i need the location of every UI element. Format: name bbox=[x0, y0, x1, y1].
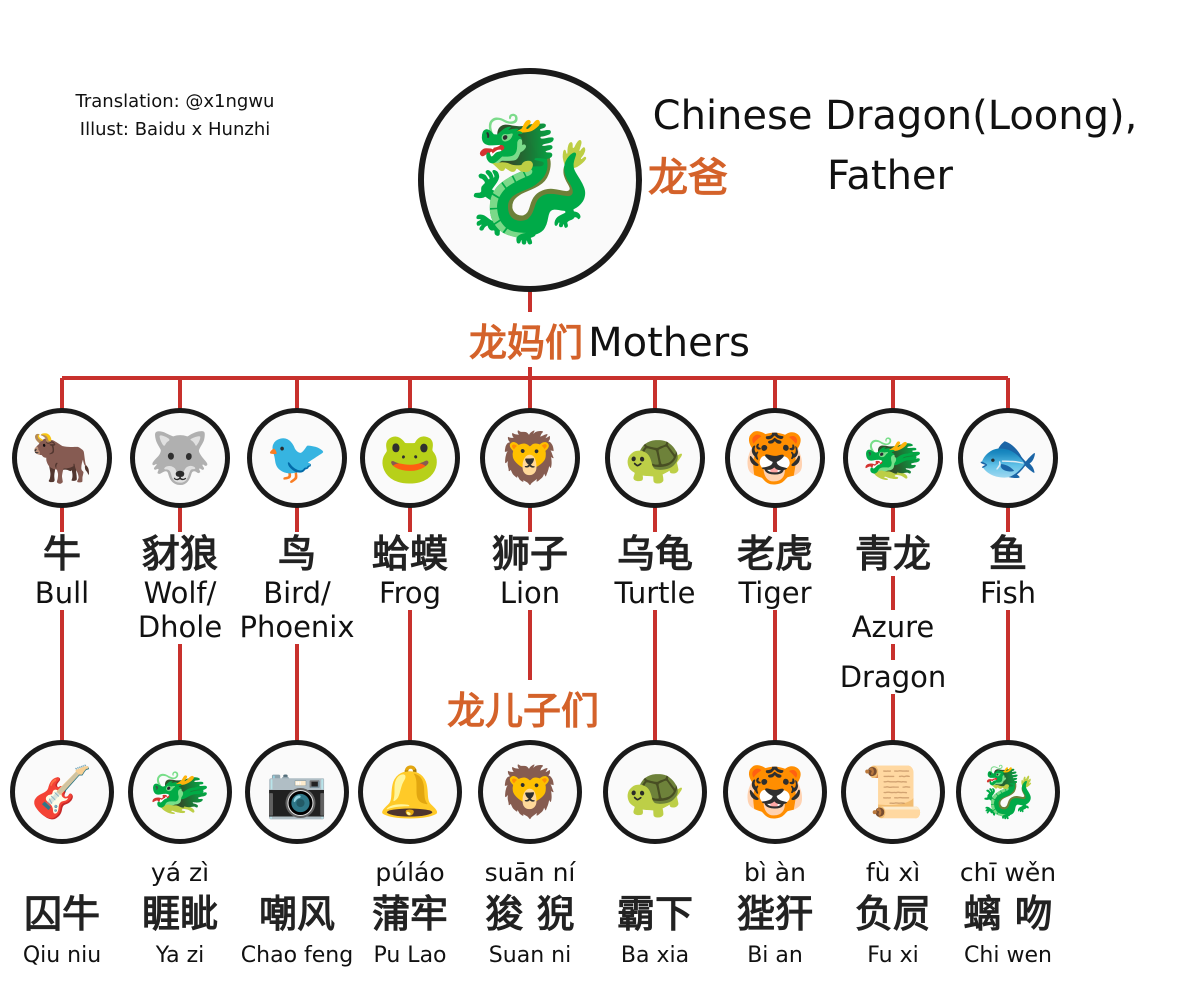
son-portrait-icon: 📷 bbox=[245, 740, 349, 844]
mother-en-name-line: Lion bbox=[499, 576, 561, 610]
mother-en-name: Bird/Phoenix bbox=[239, 576, 355, 644]
mother-en-name: Lion bbox=[499, 576, 561, 610]
son-cn-name: 狻 猊 bbox=[485, 892, 575, 936]
son-en-name: Pu Lao bbox=[373, 942, 447, 970]
mother-cn-name: 鱼 bbox=[988, 532, 1028, 576]
mother-portrait-icon: 🐢 bbox=[605, 408, 705, 508]
mother-portrait-icon: 🐸 bbox=[360, 408, 460, 508]
son-pinyin: yá zì bbox=[150, 858, 210, 888]
son-en-name: Qiu niu bbox=[22, 942, 102, 970]
mother-portrait-icon: 🐦 bbox=[247, 408, 347, 508]
mother-cn-name: 狮子 bbox=[491, 532, 569, 576]
son-pinyin: púláo bbox=[375, 858, 445, 888]
son-en-name: Chao feng bbox=[240, 942, 354, 970]
mother-cn-name: 乌龟 bbox=[616, 532, 694, 576]
son-pinyin: fù xì bbox=[865, 858, 921, 888]
mother-portrait-icon: 🐂 bbox=[12, 408, 112, 508]
son-cn-name: 蒲牢 bbox=[371, 892, 449, 936]
mother-en-name: Turtle bbox=[614, 576, 696, 610]
mother-en-name-line: Fish bbox=[979, 576, 1037, 610]
son-portrait-icon: 📜 bbox=[841, 740, 945, 844]
son-portrait-icon: 🎸 bbox=[10, 740, 114, 844]
mothers-en-label: Mothers bbox=[588, 320, 751, 366]
mother-en-name: Bull bbox=[34, 576, 90, 610]
mother-portrait-icon: 🐲 bbox=[843, 408, 943, 508]
son-cn-name: 螭 吻 bbox=[963, 892, 1053, 936]
son-en-name: Bi an bbox=[747, 942, 803, 970]
mother-en-name: Frog bbox=[378, 576, 442, 610]
mother-cn-name: 老虎 bbox=[736, 532, 814, 576]
father-title-line2: Father bbox=[827, 153, 953, 199]
mother-en-name-line: Bull bbox=[34, 576, 90, 610]
son-en-name: Ba xia bbox=[620, 942, 690, 970]
illustration-credit: Illust: Baidu x Hunzhi bbox=[79, 119, 271, 140]
mother-cn-name: 牛 bbox=[42, 532, 82, 576]
mother-portrait-icon: 🐯 bbox=[725, 408, 825, 508]
father-title-line1: Chinese Dragon(Loong), bbox=[652, 93, 1138, 139]
son-cn-name: 嘲风 bbox=[258, 892, 336, 936]
mother-en-name-line: Bird/ bbox=[263, 576, 331, 610]
mother-cn-name: 蛤蟆 bbox=[371, 532, 449, 576]
son-en-name: Chi wen bbox=[964, 942, 1052, 970]
son-portrait-icon: 🦁 bbox=[478, 740, 582, 844]
son-portrait-icon: 🐲 bbox=[128, 740, 232, 844]
mother-en-name: Fish bbox=[979, 576, 1037, 610]
son-portrait-icon: 🐉 bbox=[956, 740, 1060, 844]
mother-en-name-line: Phoenix bbox=[239, 610, 355, 644]
mother-cn-name: 鸟 bbox=[277, 532, 317, 576]
son-en-name: Suan ni bbox=[488, 942, 572, 970]
mother-en-name-line: Azure bbox=[851, 610, 935, 644]
son-cn-name: 狴犴 bbox=[736, 892, 814, 936]
father-dragon-portrait-icon: 🐉 bbox=[418, 68, 642, 292]
mother-portrait-icon: 🐺 bbox=[130, 408, 230, 508]
mother-en-name-line: Dragon bbox=[839, 660, 947, 694]
mother-en-name-line: Frog bbox=[378, 576, 442, 610]
mother-en-name-line: Dhole bbox=[137, 610, 223, 644]
son-cn-name: 负屃 bbox=[854, 892, 932, 936]
son-cn-name: 霸下 bbox=[616, 892, 694, 936]
son-cn-name: 睚眦 bbox=[141, 892, 219, 936]
son-en-name: Ya zi bbox=[155, 942, 205, 970]
mother-en-name-line: Turtle bbox=[614, 576, 696, 610]
mother-cn-name: 青龙 bbox=[854, 532, 932, 576]
son-cn-name: 囚牛 bbox=[23, 892, 101, 936]
mothers-label: 龙妈们 Mothers bbox=[465, 312, 755, 367]
son-portrait-icon: 🐯 bbox=[723, 740, 827, 844]
son-portrait-icon: 🐢 bbox=[603, 740, 707, 844]
son-en-name: Fu xi bbox=[867, 942, 919, 970]
mother-en-name-line: Tiger bbox=[738, 576, 812, 610]
mother-cn-name: 豺狼 bbox=[141, 532, 219, 576]
son-pinyin: suān ní bbox=[484, 858, 576, 888]
mother-en-name-line: Wolf/ bbox=[143, 576, 217, 610]
son-pinyin: bì àn bbox=[744, 858, 806, 888]
mother-en-name: Tiger bbox=[738, 576, 812, 610]
sons-cn-label: 龙儿子们 bbox=[443, 680, 604, 735]
mother-portrait-icon: 🦁 bbox=[480, 408, 580, 508]
mother-en-name: Wolf/Dhole bbox=[137, 576, 223, 644]
son-portrait-icon: 🔔 bbox=[358, 740, 462, 844]
translation-credit: Translation: @x1ngwu bbox=[75, 91, 275, 112]
father-cn-label: 龙爸 bbox=[648, 155, 728, 201]
mother-portrait-icon: 🐟 bbox=[958, 408, 1058, 508]
son-pinyin: chī wěn bbox=[959, 858, 1057, 888]
mothers-cn-label: 龙妈们 bbox=[469, 321, 584, 365]
